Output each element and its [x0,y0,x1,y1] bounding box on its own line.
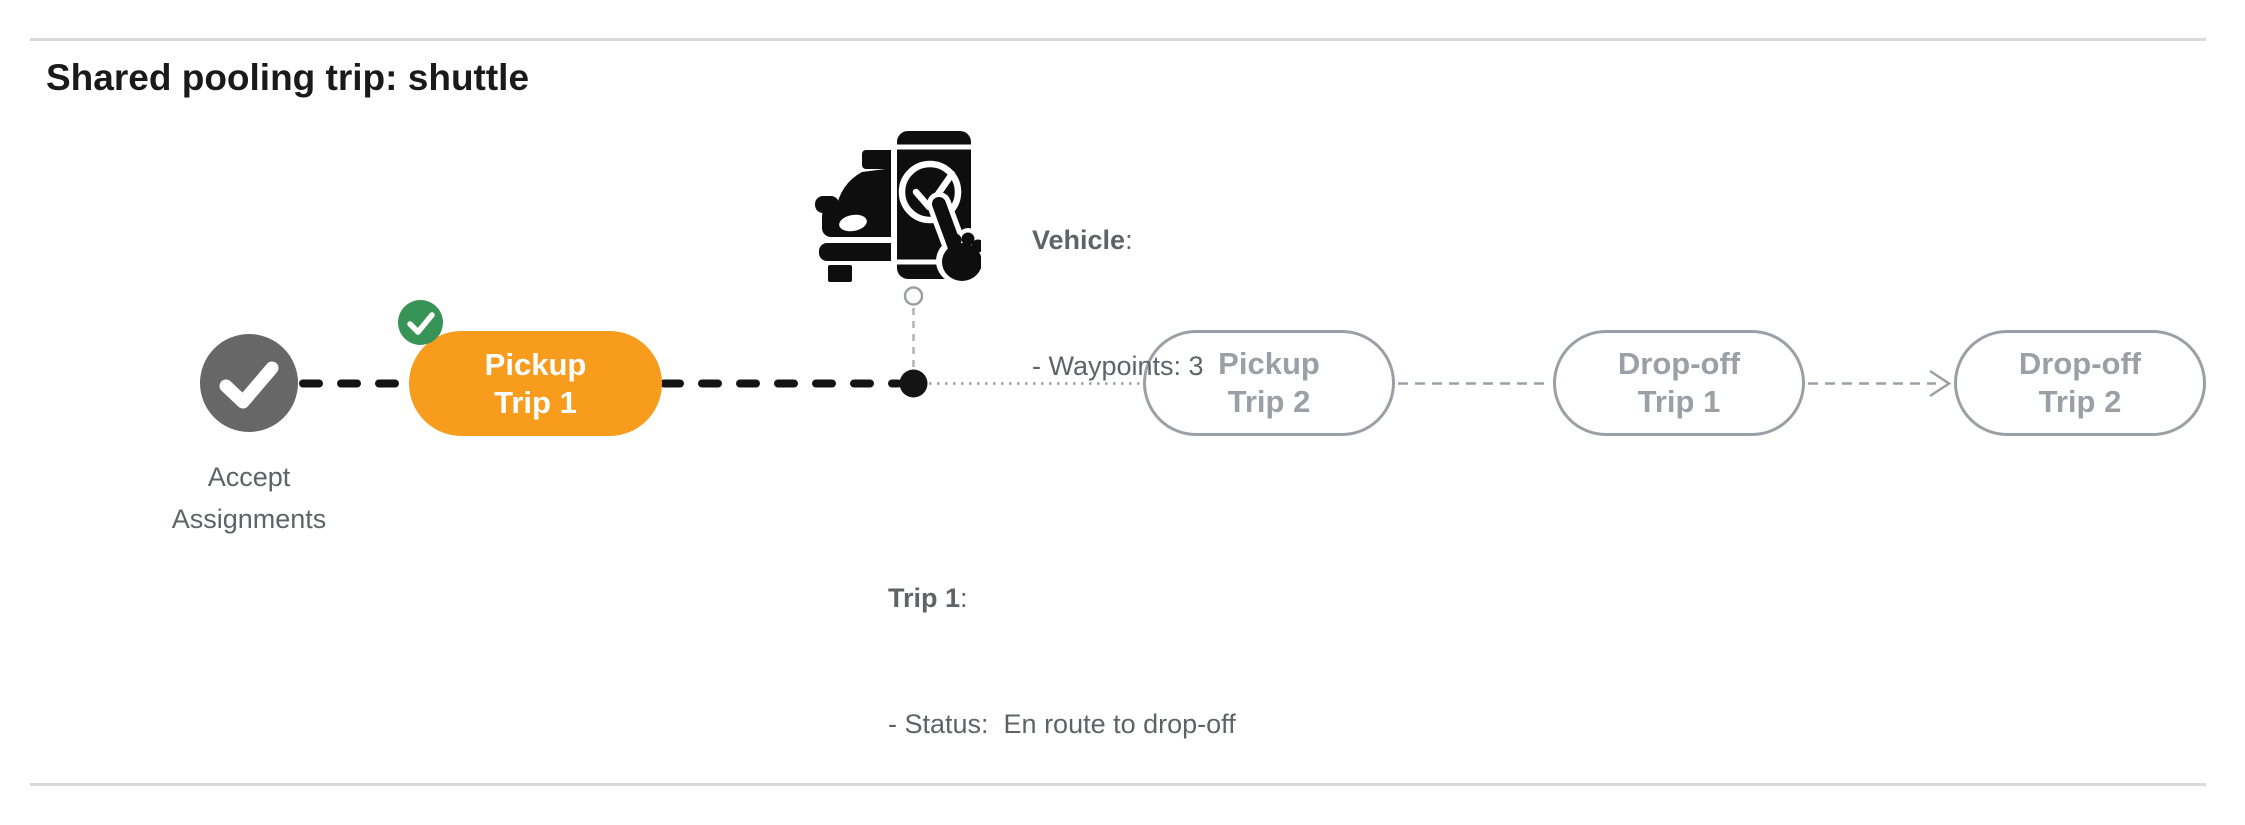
accept-label-line2: Assignments [171,504,327,534]
stage-label-line1: Pickup [484,346,587,382]
stage-label-line1: Drop-off [1617,346,1741,381]
vehicle-info-heading: Vehicle: [1032,219,1204,261]
stage-label-line2: Trip 2 [1227,384,1311,419]
trip1-heading-bold: Trip 1 [888,583,961,613]
vehicle-info-heading-colon: : [1125,225,1133,255]
vehicle-info-heading-bold: Vehicle [1032,225,1126,255]
top-divider [30,38,2206,41]
completed-badge [398,300,443,345]
stage-pill-dropoff-trip-1: Drop-off Trip 1 [1553,330,1805,436]
trip1-status-line: - Status: En route to drop-off [888,709,1236,739]
stage-pill-pickup-trip-2: Pickup Trip 2 [1143,330,1395,436]
trip1-heading: Trip 1: [888,577,1236,619]
check-icon [407,312,435,335]
accept-assignments-label: Accept Assignments [99,456,399,540]
stage-pill-dropoff-trip-2: Drop-off Trip 2 [1954,330,2206,436]
vehicle-marker-ring [903,286,924,306]
accept-label-line1: Accept [207,462,291,492]
vehicle-phone-check-icon [815,125,981,285]
stage-label-line1: Drop-off [2018,346,2142,381]
trip1-heading-colon: : [960,583,968,613]
page-title: Shared pooling trip: shuttle [46,57,530,98]
arrowhead-icon [1929,369,1952,398]
headlight-shape [839,214,867,232]
trip-info-block: Trip 1: - Status: En route to drop-off -… [888,493,1236,825]
vehicle-info-line: - Waypoints: 3 [1032,351,1204,381]
accept-assignments-node [200,334,298,432]
stage-label-line1: Pickup [1218,346,1320,381]
bottom-divider [30,783,2206,786]
check-icon [219,361,279,409]
stage-label-line2: Trip 1 [494,384,577,420]
stage-pill-pickup-trip-1: Pickup Trip 1 [409,331,662,436]
stage-label-line2: Trip 1 [1637,384,1721,419]
current-position-dot [899,369,928,398]
pointing-hand-shape [927,192,981,285]
vehicle-info-block: Vehicle: - Waypoints: 3 [1032,135,1204,471]
stage-label-line2: Trip 2 [2038,384,2122,419]
